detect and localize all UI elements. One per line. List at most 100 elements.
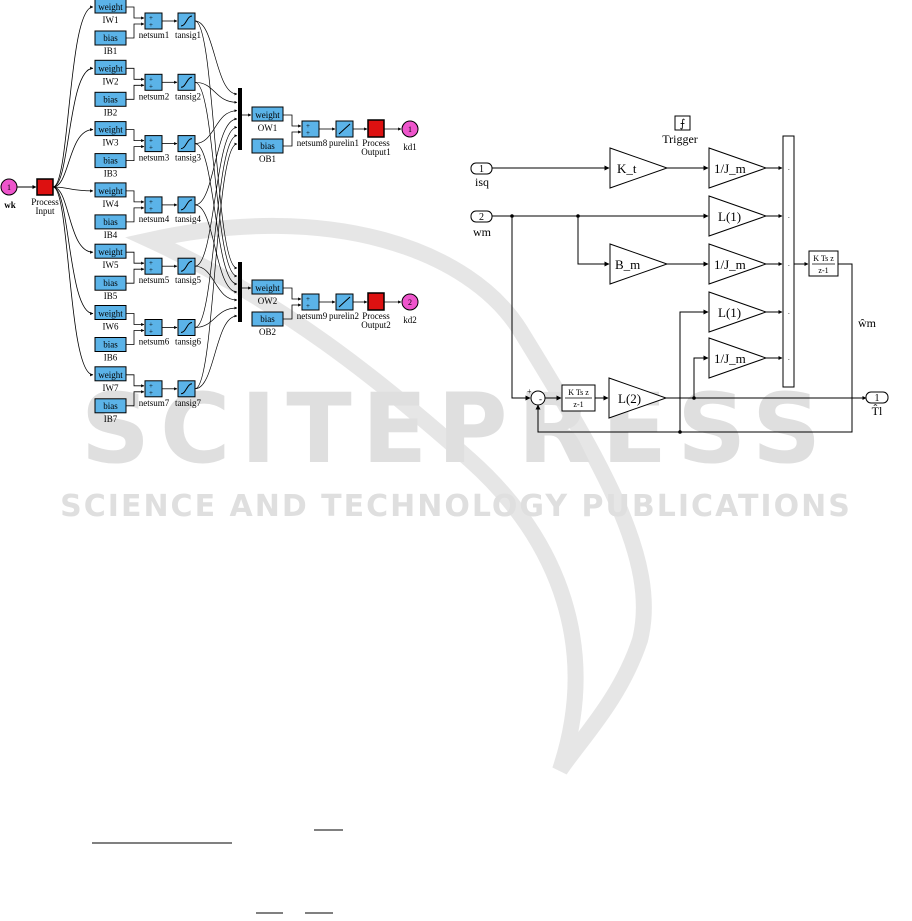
gain-l2-label: L(2) — [618, 391, 641, 406]
junction-dot — [678, 430, 682, 434]
netsum-sign: + — [149, 321, 153, 329]
weight-block — [94, 0, 127, 14]
netsum-label: netsum3 — [139, 153, 170, 163]
wire — [194, 143, 238, 286]
netsum-label: netsum2 — [139, 91, 170, 101]
output-bias-block-label: bias — [260, 141, 275, 151]
weight-block — [94, 182, 127, 198]
gain-kt — [609, 147, 669, 189]
process-input-label-1: Process — [31, 197, 59, 207]
netsum-block — [144, 73, 163, 91]
wire — [126, 374, 145, 388]
watermark-logo: SCITEPRESS — [81, 373, 831, 485]
weight-block — [94, 366, 127, 382]
wire — [511, 216, 531, 401]
weight-block — [94, 121, 127, 137]
bus-sign: . — [788, 212, 790, 220]
input-port-isq-number: 1 — [479, 164, 484, 175]
tansig-label: tansig4 — [175, 214, 201, 224]
netsum-sign: + — [149, 382, 153, 390]
netsum-block — [144, 12, 163, 30]
wire — [194, 20, 238, 96]
weight-block-label: weight — [98, 63, 123, 73]
bias-block-label: bias — [103, 217, 118, 227]
junction-dots — [510, 214, 696, 434]
process-output-label: Output1 — [361, 147, 391, 157]
wire — [577, 216, 610, 267]
netsum-sign: + — [149, 21, 153, 29]
mux-bar — [238, 88, 242, 150]
bias-name-label: IB7 — [104, 414, 118, 424]
output-weight-name: OW2 — [258, 296, 278, 306]
netsum-label: netsum1 — [139, 30, 170, 40]
gain-jm2 — [708, 243, 768, 285]
sum-bus — [782, 135, 795, 388]
weight-name-label: IW6 — [103, 322, 119, 332]
output-bias-block-label: bias — [260, 314, 275, 324]
integrator-main-num: K Ts z — [813, 254, 834, 263]
wire — [283, 114, 302, 128]
wire — [283, 130, 302, 147]
wire — [194, 81, 238, 104]
gain-l1a-label: L(1) — [718, 209, 741, 224]
output-port-number: 2 — [408, 298, 412, 307]
netsum-block — [144, 380, 163, 398]
bias-name-label: IB6 — [104, 353, 118, 363]
weight-block-label: weight — [98, 186, 123, 196]
purelin-label: purelin1 — [329, 138, 359, 148]
purelin-icon — [338, 123, 351, 135]
wire — [126, 145, 145, 162]
input-port-wm-number: 2 — [479, 212, 484, 223]
wire — [194, 134, 238, 328]
wire — [194, 204, 238, 294]
tansig-label: tansig2 — [175, 91, 201, 101]
netsum-sign: + — [149, 328, 153, 336]
gain-jm1-label: 1/J_m — [714, 161, 746, 176]
netsum-block — [144, 257, 163, 275]
output-weight-block-label: weight — [255, 283, 280, 293]
weight-name-label: IW7 — [103, 383, 119, 393]
tansig-icon — [180, 138, 193, 150]
equation-fragments — [92, 829, 343, 914]
input-port-label: wk — [4, 200, 16, 210]
junction-dot — [510, 214, 514, 218]
gain-jm3 — [708, 337, 768, 379]
tansig-label: tansig5 — [175, 275, 201, 285]
weight-block-label: weight — [98, 370, 123, 380]
netsum-sign: + — [149, 198, 153, 206]
output-netsum-label: netsum8 — [297, 138, 328, 148]
tansig-icon — [180, 15, 193, 27]
weight-name-label: IW3 — [103, 138, 119, 148]
tansig-icon — [180, 199, 193, 211]
watermark-tagline: SCIENCE AND TECHNOLOGY PUBLICATIONS — [60, 489, 852, 524]
netsum-label: netsum7 — [139, 398, 170, 408]
wire — [283, 303, 302, 320]
bus-sign: . — [788, 164, 790, 172]
output-port-label: kd2 — [403, 315, 417, 325]
input-port-wm-label: wm — [473, 225, 492, 239]
tansig-label: tansig3 — [175, 153, 201, 163]
sum-sign-plus: + — [527, 387, 532, 396]
output-port-label: kd1 — [403, 142, 417, 152]
netsum-sign: + — [149, 14, 153, 22]
output-netsum-label: netsum9 — [297, 311, 328, 321]
bus-sign: . — [788, 354, 790, 362]
bias-name-label: IB5 — [104, 291, 118, 301]
tansig-icon — [180, 322, 193, 333]
wire — [194, 20, 238, 270]
wire — [126, 22, 145, 39]
gain-l2 — [608, 377, 668, 419]
trigger-label: Trigger — [662, 132, 698, 146]
weight-block-label: weight — [98, 125, 123, 135]
junction-dot — [692, 396, 696, 400]
weight-block — [94, 305, 127, 320]
netsum-sign: + — [149, 389, 153, 397]
output-bias-name: OB1 — [259, 154, 276, 164]
netsum-sign: + — [306, 129, 310, 137]
